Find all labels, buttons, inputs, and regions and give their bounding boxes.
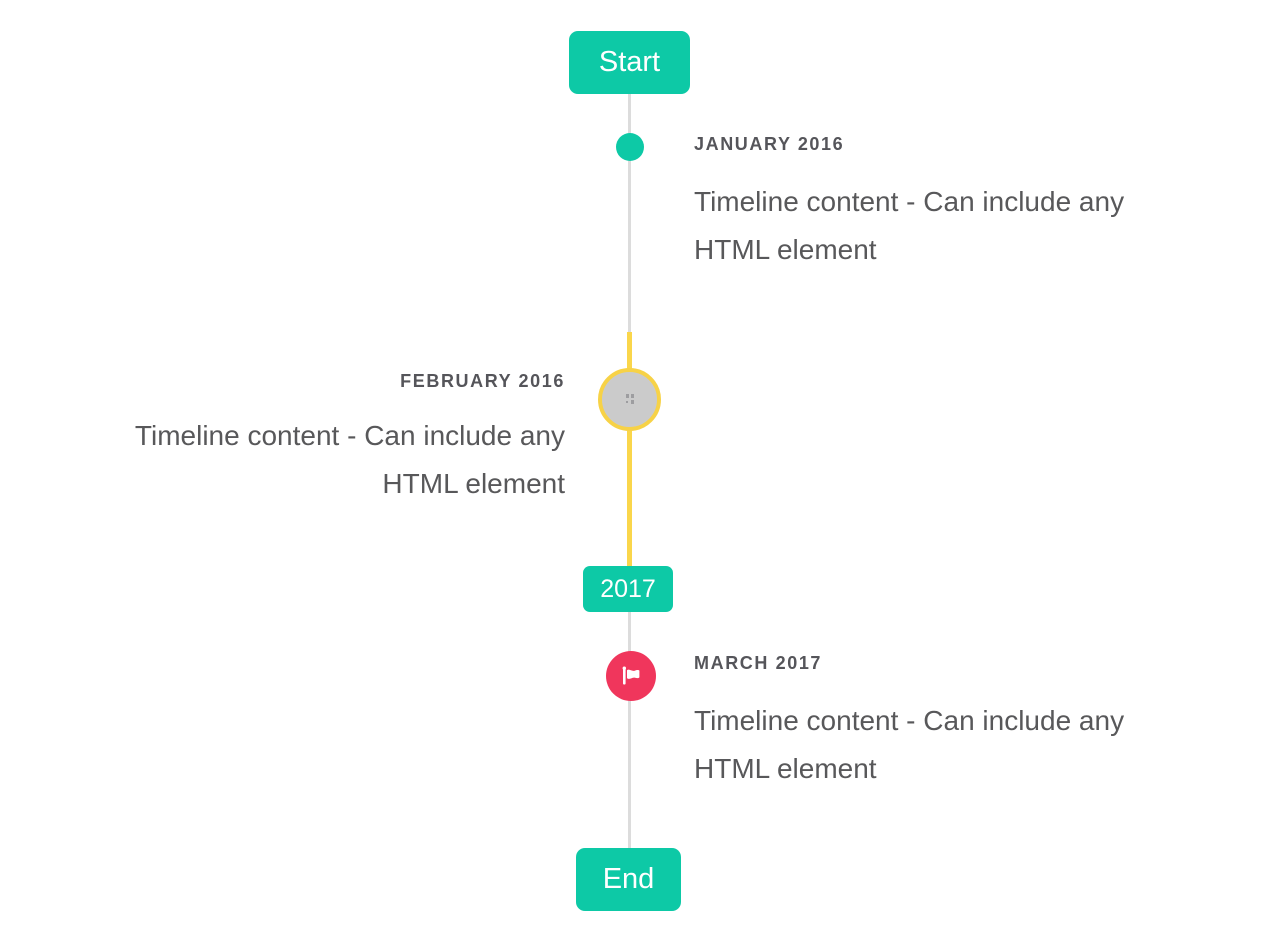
item-title-february: FEBRUARY 2016 <box>400 371 565 391</box>
item-content-march: Timeline content - Can include any HTML … <box>694 705 1125 784</box>
timeline-item-march-2017: MARCH 2017 Timeline content - Can includ… <box>694 653 1234 793</box>
broken-image-icon <box>622 393 638 406</box>
start-button[interactable]: Start <box>569 31 690 94</box>
timeline-period-highlight <box>627 332 632 567</box>
february-marker-circle[interactable] <box>598 368 661 431</box>
timeline-item-february-2016: FEBRUARY 2016 Timeline content - Can inc… <box>35 371 565 508</box>
item-title-january: JANUARY 2016 <box>694 134 845 154</box>
flag-icon <box>618 664 644 688</box>
item-title-march: MARCH 2017 <box>694 653 823 673</box>
march-marker-flag[interactable] <box>606 651 656 701</box>
item-content-january: Timeline content - Can include any HTML … <box>694 186 1125 265</box>
january-marker-dot[interactable] <box>616 133 644 161</box>
item-content-february: Timeline content - Can include any HTML … <box>134 420 565 499</box>
year-2017-badge[interactable]: 2017 <box>583 566 673 612</box>
timeline-item-january-2016: JANUARY 2016 Timeline content - Can incl… <box>694 134 1234 274</box>
end-button[interactable]: End <box>576 848 681 911</box>
